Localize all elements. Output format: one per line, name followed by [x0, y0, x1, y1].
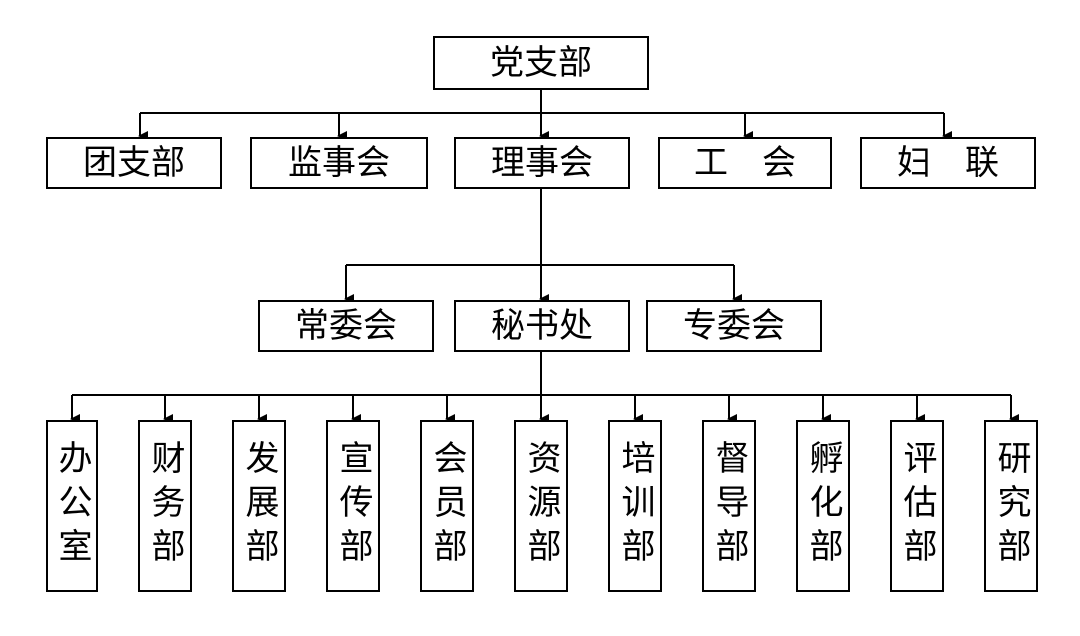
node-label: 妇 联: [897, 143, 999, 183]
node-label: 理事会: [491, 143, 593, 183]
node-training: 培训部: [608, 420, 662, 592]
node-supervision: 督导部: [702, 420, 756, 592]
node-label: 监事会: [288, 143, 390, 183]
node-label: 常委会: [295, 306, 397, 346]
node-research: 研究部: [984, 420, 1038, 592]
node-label: 工 会: [694, 143, 796, 183]
node-finance: 财务部: [138, 420, 192, 592]
node-label: 秘书处: [491, 306, 593, 346]
node-label: 专委会: [683, 306, 785, 346]
node-label: 督导部: [709, 440, 749, 572]
node-label: 办公室: [52, 440, 92, 572]
node-party-branch: 党支部: [433, 36, 649, 90]
node-label: 评估部: [897, 440, 937, 572]
node-development: 发展部: [232, 420, 286, 592]
node-womens-federation: 妇 联: [860, 137, 1036, 189]
node-label: 宣传部: [333, 440, 373, 572]
node-membership: 会员部: [420, 420, 474, 592]
node-label: 培训部: [615, 440, 655, 572]
node-label: 团支部: [83, 143, 185, 183]
node-labor-union: 工 会: [658, 137, 832, 189]
node-publicity: 宣传部: [326, 420, 380, 592]
node-label: 资源部: [521, 440, 561, 572]
node-label: 孵化部: [803, 440, 843, 572]
connector-lines: [70, 90, 1019, 424]
node-office: 办公室: [46, 420, 98, 592]
node-label: 发展部: [239, 440, 279, 572]
node-label: 党支部: [490, 43, 592, 83]
node-label: 研究部: [991, 440, 1031, 572]
node-youth-league: 团支部: [46, 137, 222, 189]
node-resources: 资源部: [514, 420, 568, 592]
node-evaluation: 评估部: [890, 420, 944, 592]
node-standing-committee: 常委会: [258, 300, 434, 352]
node-supervisory-board: 监事会: [250, 137, 428, 189]
node-label: 会员部: [427, 440, 467, 572]
node-special-committee: 专委会: [646, 300, 822, 352]
node-council: 理事会: [454, 137, 630, 189]
node-label: 财务部: [145, 440, 185, 572]
node-incubation: 孵化部: [796, 420, 850, 592]
node-secretariat: 秘书处: [454, 300, 630, 352]
